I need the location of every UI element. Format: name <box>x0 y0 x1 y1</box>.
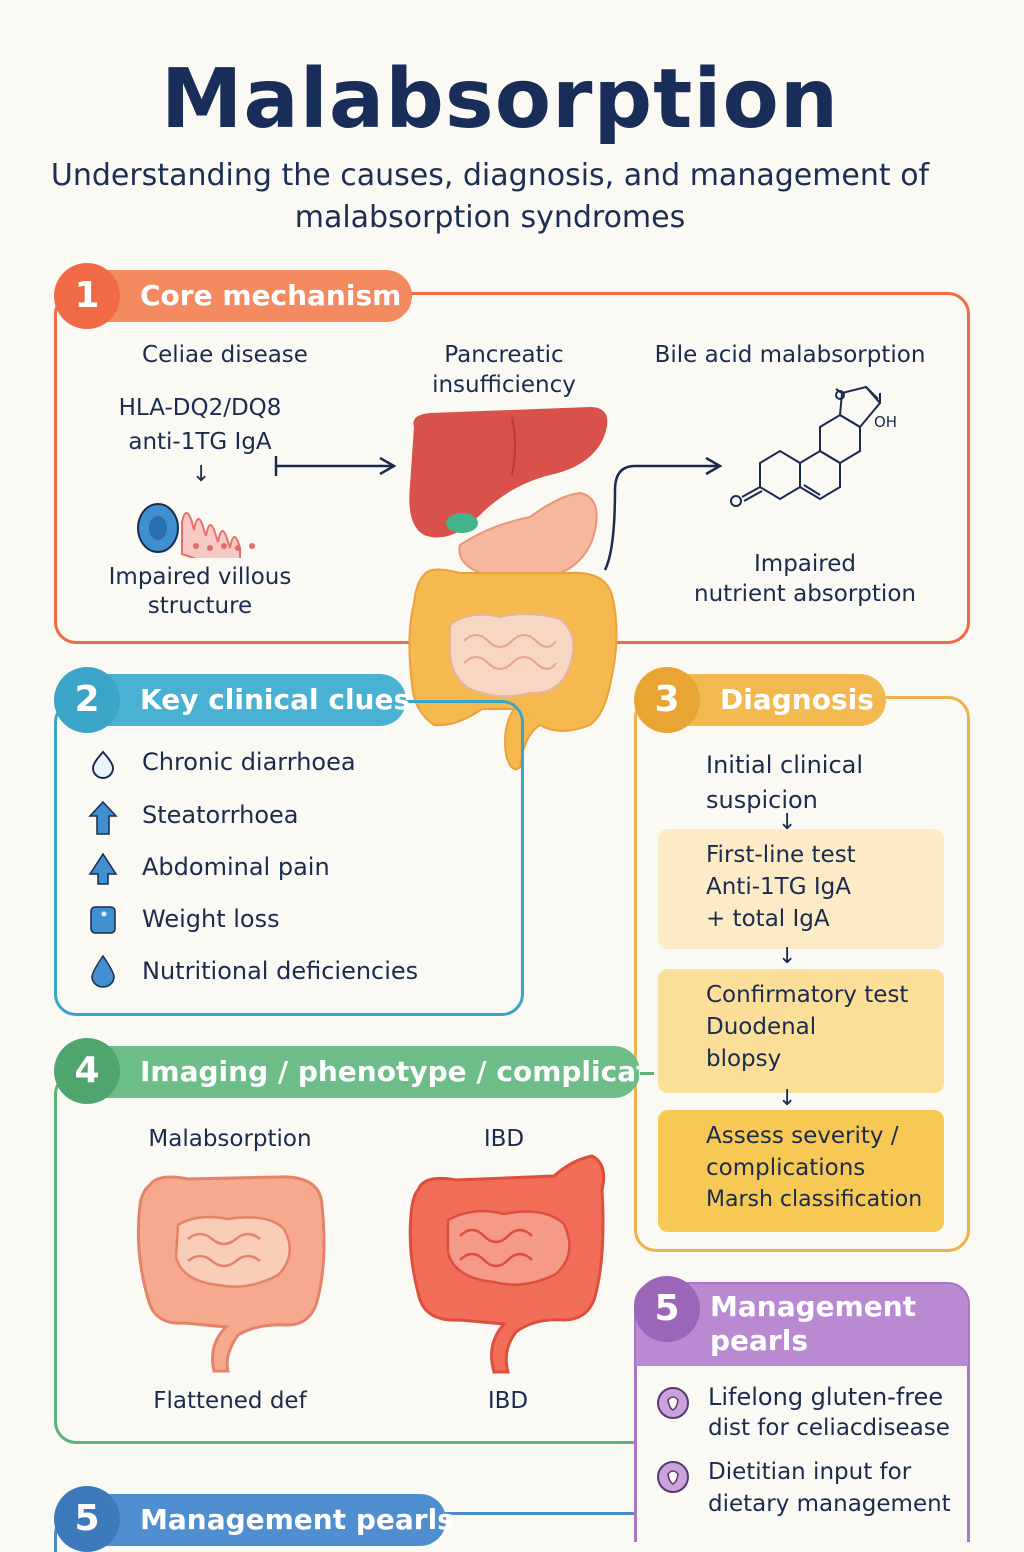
clinical-clues-title: Key clinical clues <box>140 683 411 716</box>
management-title-line1: Management <box>710 1290 917 1323</box>
imaging-header: Imaging / phenotype / complications <box>56 1046 640 1098</box>
villous-caption-line2: structure <box>147 593 253 619</box>
section-number-5-right: 5 <box>634 1276 700 1342</box>
diagnosis-arrow-3: ↓ <box>778 1086 797 1111</box>
diagnosis-step-first-line: First-line test Anti-1TG IgA + total IgA <box>658 829 944 949</box>
ibd-intestine-illustration <box>408 1154 606 1374</box>
diagnosis-arrow-1: ↓ <box>778 810 797 835</box>
bile-title: Bile acid malabsorption <box>654 342 926 368</box>
confirmatory-test: Duodenal <box>706 1014 817 1040</box>
imaging-right-caption: IBD <box>487 1388 529 1414</box>
malabsorption-intestine-illustration <box>136 1175 326 1373</box>
digestive-organs-illustration <box>408 407 618 771</box>
clue-steatorrhoea: Steatorrhoea <box>142 801 299 829</box>
diagnosis-initial-line2: suspicion <box>706 786 818 814</box>
severity-title-1: Assess severity / <box>706 1123 899 1149</box>
first-line-test: Anti-1TG IgA <box>706 874 851 900</box>
management-item-2-line1: Dietitian input for <box>708 1459 912 1485</box>
diagnosis-title: Diagnosis <box>720 683 874 716</box>
clue-weight-loss: Weight loss <box>142 905 280 933</box>
clue-chronic-diarrhoea: Chronic diarrhoea <box>142 748 356 776</box>
first-line-title: First-line test <box>706 842 856 868</box>
management-item-1-line2: dist for celiacdisease <box>708 1415 950 1441</box>
diagnosis-arrow-2: ↓ <box>778 944 797 969</box>
severity-title-2: complications <box>706 1155 866 1181</box>
first-line-extra: + total IgA <box>706 906 830 932</box>
gluten-free-icon <box>657 1387 689 1419</box>
drop-outline-icon <box>91 750 115 779</box>
clue-nutritional-deficiencies: Nutritional deficiencies <box>142 957 419 985</box>
clue-abdominal-pain: Abdominal pain <box>142 853 330 881</box>
villi-illustration <box>137 503 255 558</box>
core-mechanism-header: Core mechanism <box>56 270 412 322</box>
bile-acid-structure: OH <box>730 385 897 507</box>
bile-caption-line2: nutrient absorption <box>694 581 916 607</box>
celiac-marker-hla: HLA-DQ2/DQ8 <box>118 395 282 421</box>
drop-icon <box>91 954 115 988</box>
chem-oh-label: OH <box>874 413 897 431</box>
section-number-5-bottom: 5 <box>54 1486 120 1552</box>
abdomen-icon <box>88 852 118 885</box>
page-subtitle: Understanding the causes, diagnosis, and… <box>50 158 930 235</box>
page-title: Malabsorption <box>160 52 840 147</box>
section-number-2: 2 <box>54 667 120 733</box>
dietitian-icon <box>657 1461 689 1493</box>
imaging-right-label: IBD <box>483 1126 525 1152</box>
core-mechanism-title: Core mechanism <box>140 279 402 312</box>
pancreatic-title-line1: Pancreatic <box>444 342 564 368</box>
celiac-marker-ttg: anti-1TG IgA <box>128 429 272 455</box>
confirmatory-extra: blopsy <box>706 1046 782 1072</box>
diagnosis-initial-line1: Initial clinical <box>706 751 864 779</box>
management-bottom-title: Management pearls <box>140 1503 454 1536</box>
diagnosis-step-confirmatory: Confirmatory test Duodenal blopsy <box>658 969 944 1093</box>
imaging-left-caption: Flattened def <box>153 1388 307 1414</box>
management-title-line2: pearls <box>710 1324 808 1357</box>
bile-caption-line1: Impaired <box>754 551 856 577</box>
scale-icon <box>90 906 116 934</box>
imaging-left-label: Malabsorption <box>148 1126 312 1152</box>
imaging-title: Imaging / phenotype / complications <box>140 1055 640 1088</box>
arrow-up-icon <box>88 800 118 835</box>
severity-classification: Marsh classification <box>706 1187 923 1212</box>
section-number-4: 4 <box>54 1038 120 1104</box>
pancreatic-title-line2: insufficiency <box>432 372 576 398</box>
section-number-3: 3 <box>634 667 700 733</box>
section-number-1: 1 <box>54 263 120 329</box>
celiac-title: Celiae disease <box>142 342 308 368</box>
connector-arrows <box>274 456 723 571</box>
confirmatory-title: Confirmatory test <box>706 982 909 1008</box>
management-item-2-line2: dietary management <box>708 1491 951 1517</box>
diagnosis-step-severity: Assess severity / complications Marsh cl… <box>658 1110 944 1232</box>
celiac-down-arrow: ↓ <box>192 462 211 487</box>
management-item-1-line1: Lifelong gluten-free <box>708 1383 944 1411</box>
villous-caption-line1: Impaired villous <box>108 564 292 590</box>
